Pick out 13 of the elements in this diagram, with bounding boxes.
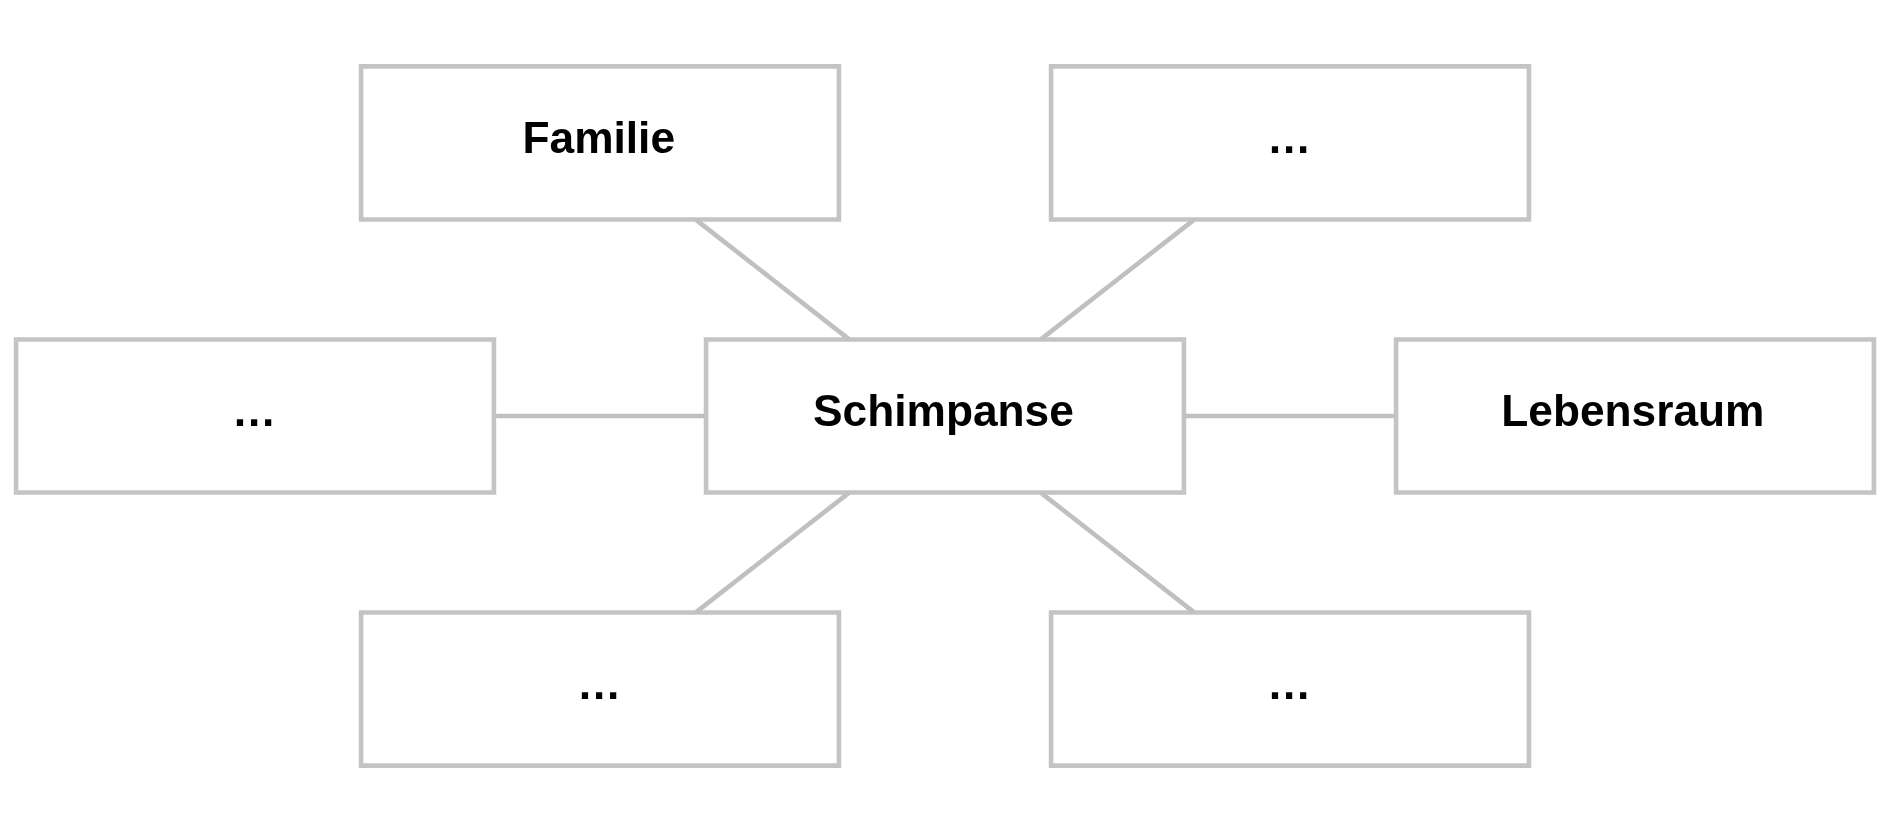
connector — [1039, 218, 1196, 341]
node-box: Schimpanse — [703, 337, 1187, 495]
node-box: Familie — [358, 64, 842, 222]
connector — [494, 413, 706, 419]
connector — [694, 491, 851, 614]
connector — [694, 218, 851, 341]
node-box: Lebensraum — [1393, 337, 1877, 495]
node-box: … — [1048, 610, 1532, 768]
connector — [1184, 413, 1396, 419]
node-box: … — [13, 337, 497, 495]
connector — [1039, 491, 1196, 614]
node-box: … — [1048, 64, 1532, 222]
node-box: … — [358, 610, 842, 768]
